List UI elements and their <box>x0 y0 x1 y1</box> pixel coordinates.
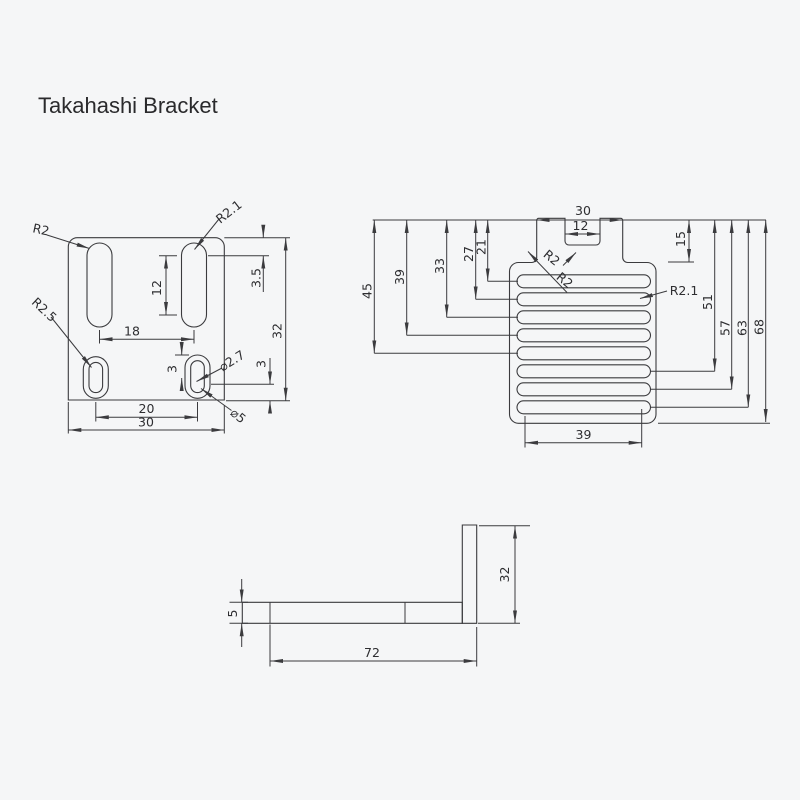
side-dim21-text: 21 <box>474 239 489 255</box>
front-dia27-label: ⌀2.7 <box>216 347 247 374</box>
front-dim12-text: 12 <box>149 280 164 296</box>
front-dia5-label: ⌀5 <box>228 405 250 426</box>
front-oval-bottom-right-outer <box>184 354 211 399</box>
bottom-dim72-text: 72 <box>364 645 380 660</box>
side-r21-leader <box>639 290 668 299</box>
front-r25-label: R2.5 <box>29 294 60 324</box>
front-dim3a-text: 3 <box>165 365 180 373</box>
side-r2a-label: R2 <box>541 247 563 269</box>
side-view: 30 12 15 45 39 33 27 21 51 57 63 <box>360 203 770 448</box>
page-title: Takahashi Bracket <box>38 93 218 118</box>
side-dim39b-text: 39 <box>576 427 592 442</box>
bottom-view: 5 32 72 <box>225 524 530 667</box>
front-dim32-text: 32 <box>270 323 285 339</box>
bottom-plate-outline <box>461 524 478 624</box>
front-dim20-text: 20 <box>139 401 155 416</box>
front-dim3b-text: 3 <box>254 360 269 368</box>
front-oval-bottom-left-inner <box>88 361 104 394</box>
bottom-dim32-text: 32 <box>497 567 512 583</box>
side-dim45-text: 45 <box>360 283 375 299</box>
bottom-arm-outline <box>241 601 463 624</box>
side-slot-8 <box>516 400 652 415</box>
side-r2-leader-arrow2 <box>562 252 577 266</box>
side-dim15-text: 15 <box>673 231 688 247</box>
side-slot-5 <box>516 346 652 361</box>
side-body-outline <box>508 217 657 424</box>
side-slot-3 <box>516 310 652 325</box>
side-dim57-text: 57 <box>718 320 733 336</box>
side-dim33-text: 33 <box>432 258 447 274</box>
front-plate-outline <box>67 237 225 401</box>
front-oval-bottom-right-inner <box>190 360 205 394</box>
front-view: 12 3.5 32 3 3 18 20 <box>29 197 290 434</box>
side-dim27-text: 27 <box>461 246 476 262</box>
front-slot-top-left <box>86 242 113 328</box>
side-dim12-text: 12 <box>573 218 589 233</box>
side-dim51-text: 51 <box>700 294 715 310</box>
front-r2-leader <box>46 234 90 249</box>
side-r2-leader-arrow1 <box>527 251 539 263</box>
front-r21-leader <box>194 218 220 250</box>
front-dia5-leader <box>200 388 232 411</box>
front-r25-leader <box>50 316 92 368</box>
side-dim30-text: 30 <box>575 203 591 218</box>
side-dim68-text: 68 <box>752 319 767 335</box>
side-r21-label: R2.1 <box>670 283 699 298</box>
front-r2-label: R2 <box>31 220 50 238</box>
bottom-dim5-text: 5 <box>225 610 240 618</box>
front-dim18-text: 18 <box>124 324 140 339</box>
front-dia27-leader <box>196 367 223 382</box>
front-dim35-text: 3.5 <box>249 268 264 288</box>
front-dim30-text: 30 <box>138 415 154 430</box>
front-slot-top-right <box>180 242 208 328</box>
side-slot-2 <box>516 292 652 307</box>
side-slot-4 <box>516 328 652 343</box>
side-slot-7 <box>516 382 652 397</box>
side-dim39-text: 39 <box>392 269 407 285</box>
front-r21-label: R2.1 <box>213 197 245 226</box>
side-slot-1 <box>516 274 652 289</box>
side-slot-6 <box>516 364 652 379</box>
side-dim63-text: 63 <box>735 320 750 336</box>
